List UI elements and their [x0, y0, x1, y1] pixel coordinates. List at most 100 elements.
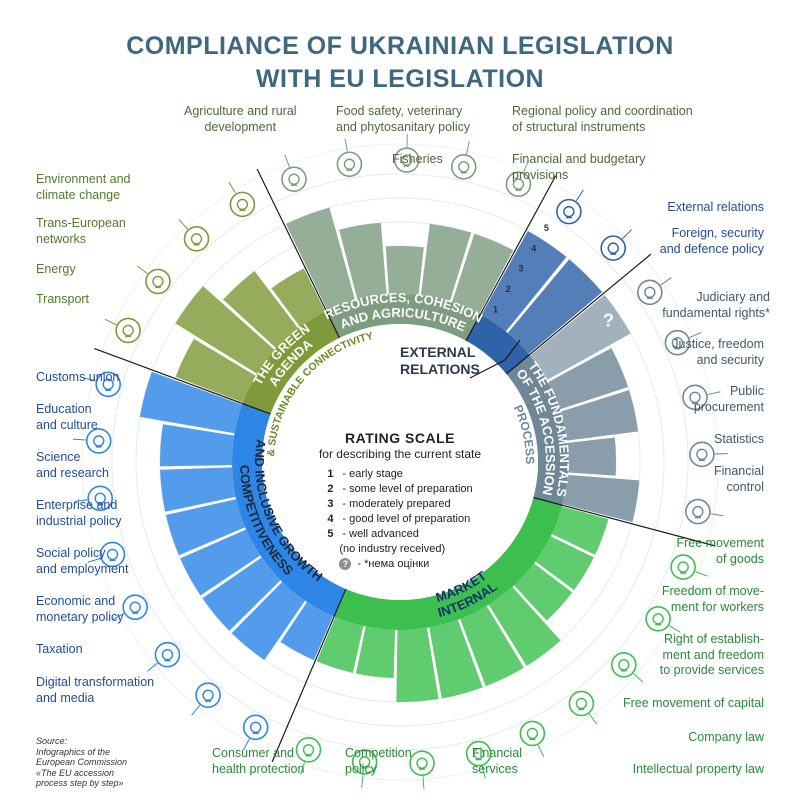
percent-bag-icon [195, 682, 221, 708]
title-line-1: COMPLIANCE OF UKRAINIAN LEGISLATION [126, 32, 674, 60]
coins-plant-icon [505, 171, 532, 197]
document-pen-icon [682, 384, 708, 411]
ring-scale-number: 4 [531, 243, 536, 253]
leader-line [361, 774, 364, 788]
bar-worker [535, 536, 594, 590]
leader-line [112, 612, 125, 621]
leader-line [284, 154, 290, 168]
masks-icon [85, 428, 112, 454]
truck-icon [115, 317, 141, 344]
leader-line [82, 377, 96, 382]
rating-item: 1 - early stage [327, 468, 403, 480]
bar-heart-hand [316, 616, 364, 673]
people-icon [122, 594, 148, 620]
label-fisheries: Fisheries [392, 152, 443, 166]
arrows-icon [670, 554, 696, 580]
leader-line [300, 762, 306, 775]
network-icon [450, 154, 477, 180]
leader-line [147, 662, 158, 672]
bar-factory [165, 499, 246, 556]
scales-icon [664, 329, 691, 356]
cluster-divider [465, 175, 557, 342]
rating-item: 5 - well advanced [327, 528, 419, 540]
bar-truck [175, 338, 256, 403]
bar-road [223, 271, 299, 349]
worker-icon [645, 605, 671, 632]
question-icon: ? [339, 558, 352, 570]
leader-line [537, 744, 545, 758]
external-relations-caption: EXTERNAL RELATIONS [400, 344, 480, 377]
bar-unrated [530, 295, 631, 381]
rating-item: 2 - some level of preparation [327, 483, 473, 495]
label-transport: Transport [36, 292, 90, 306]
calculator-icon [154, 641, 181, 668]
rating-scale-legend: RATING SCALE for describing the current … [300, 430, 500, 572]
money-icon [409, 750, 435, 776]
bar-money [396, 627, 439, 703]
chapter-bars [139, 207, 640, 703]
bar-cow [339, 222, 387, 300]
label-taxation: Taxation [36, 642, 83, 656]
cart-icon [95, 371, 121, 398]
label-energy: Energy [36, 262, 76, 276]
flask-icon [87, 485, 113, 512]
rating-item: 4 - good level of preparation [327, 513, 471, 525]
bar-megaphone [280, 601, 334, 661]
leader-line [344, 138, 348, 152]
bar-cart [139, 371, 243, 434]
coins-icon [685, 498, 711, 525]
bar-lightbulb [429, 619, 483, 699]
bar-crane [514, 563, 573, 621]
bar-percent-bag [231, 581, 306, 661]
grid-ring [81, 143, 719, 781]
lightbulb-icon [465, 740, 492, 767]
leader-line [228, 181, 237, 194]
source-note: Source: Infographics of the European Com… [36, 736, 128, 788]
rating-note: (no industry received) [339, 543, 446, 555]
leader-line [87, 557, 101, 563]
bar-eco-globe [271, 268, 326, 327]
handshake-icon [556, 198, 582, 225]
bar-document-pen [560, 390, 639, 441]
unrated-question-mark: ? [603, 310, 614, 330]
cluster-hub-internal [334, 497, 563, 630]
cluster-divider [271, 588, 347, 763]
crane-icon [610, 651, 637, 678]
bar-coins [562, 474, 640, 523]
bar-pylon [175, 286, 275, 374]
label-customs-union: Customs union [36, 370, 120, 384]
cow-icon [336, 151, 363, 178]
bar-masks [160, 424, 235, 467]
ring-scale-number: 3 [518, 264, 523, 274]
cluster-hub-fundamentals [506, 354, 568, 506]
bar-chart-icon [689, 441, 715, 468]
label-intellectual-property: Intellectual property law [632, 762, 764, 776]
leader-line [178, 219, 189, 230]
gavel-icon [637, 279, 663, 306]
bar-network [420, 223, 472, 302]
leader-line [104, 318, 117, 326]
label-free-movement-capital: Free movement of capital [622, 696, 764, 710]
bar-book [460, 605, 524, 687]
leader-line [707, 391, 721, 396]
grid-ring [135, 197, 665, 727]
bar-plant [285, 207, 356, 311]
cluster-divider [505, 253, 652, 375]
label-external-relations: External relations [667, 200, 764, 214]
leader-line [465, 141, 470, 155]
bar-fish [385, 245, 424, 296]
grid-ring [111, 173, 689, 751]
